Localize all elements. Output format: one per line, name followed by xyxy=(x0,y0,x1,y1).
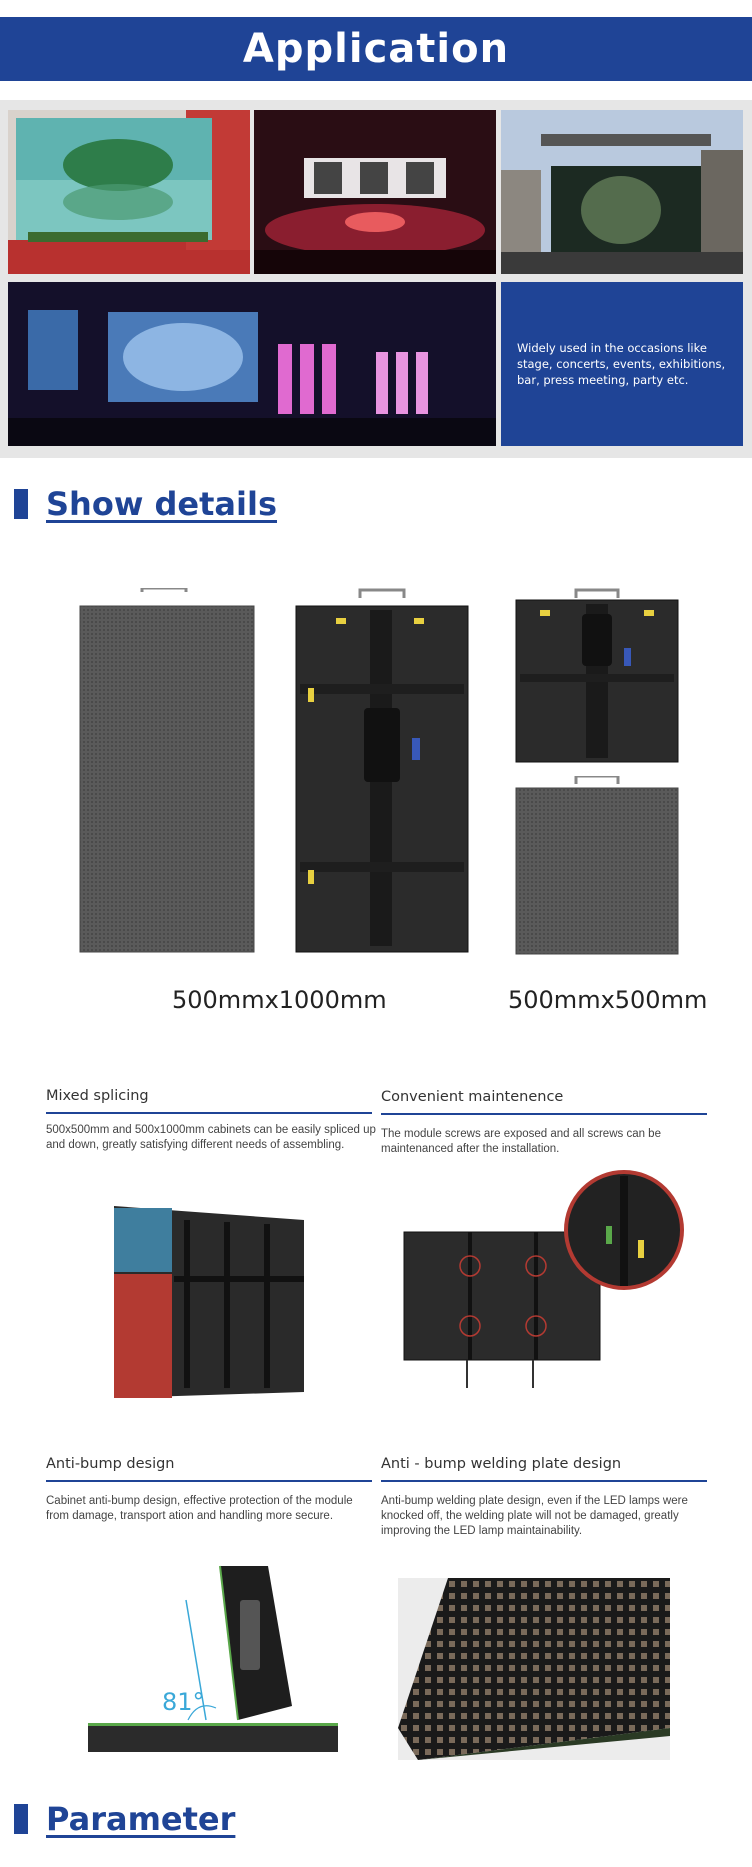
angle-label: 81° xyxy=(162,1688,205,1716)
stage-show-photo xyxy=(8,282,496,446)
application-banner: Application xyxy=(0,17,752,81)
show-details-title: Show details xyxy=(46,485,277,523)
show-details-heading: Show details xyxy=(14,485,277,523)
parameter-heading: Parameter xyxy=(14,1800,235,1838)
feature-divider xyxy=(381,1480,707,1482)
heading-marker xyxy=(14,1804,28,1834)
feature-divider xyxy=(46,1480,372,1482)
heading-marker xyxy=(14,489,28,519)
cabinet-small-back xyxy=(514,588,680,766)
feature-text-welding-plate: Anti-bump welding plate design, even if … xyxy=(381,1495,688,1537)
cabinet-large-front xyxy=(78,588,256,958)
cabinet-small-front xyxy=(514,776,680,958)
feature-title-welding-plate: Anti - bump welding plate design xyxy=(381,1456,622,1472)
concert-stage-photo xyxy=(254,110,496,274)
size-label-large: 500mmx1000mm xyxy=(172,986,387,1014)
movie-premiere-photo xyxy=(501,110,743,274)
feature-text-convenient-maintenance: The module screws are exposed and all sc… xyxy=(381,1128,661,1155)
maintenance-image xyxy=(400,1170,690,1390)
application-description: Widely used in the occasions like stage,… xyxy=(517,341,726,387)
application-title: Application xyxy=(242,26,510,72)
feature-text-anti-bump: Cabinet anti-bump design, effective prot… xyxy=(46,1495,353,1522)
feature-text-mixed-splicing: 500x500mm and 500x1000mm cabinets can be… xyxy=(46,1124,376,1151)
size-label-small: 500mmx500mm xyxy=(508,986,708,1014)
feature-title-convenient-maintenance: Convenient maintenence xyxy=(381,1089,564,1105)
welding-plate-image xyxy=(398,1578,670,1760)
feature-divider xyxy=(381,1113,707,1115)
feature-title-mixed-splicing: Mixed splicing xyxy=(46,1088,149,1104)
feature-divider xyxy=(46,1112,372,1114)
outdoor-screen-photo xyxy=(8,110,250,274)
anti-bump-image xyxy=(88,1560,338,1752)
feature-title-anti-bump: Anti-bump design xyxy=(46,1456,175,1472)
parameter-title: Parameter xyxy=(46,1800,236,1838)
cabinet-large-back xyxy=(294,588,470,958)
mixed-splicing-image xyxy=(114,1196,304,1398)
application-description-box: Widely used in the occasions like stage,… xyxy=(501,282,743,446)
